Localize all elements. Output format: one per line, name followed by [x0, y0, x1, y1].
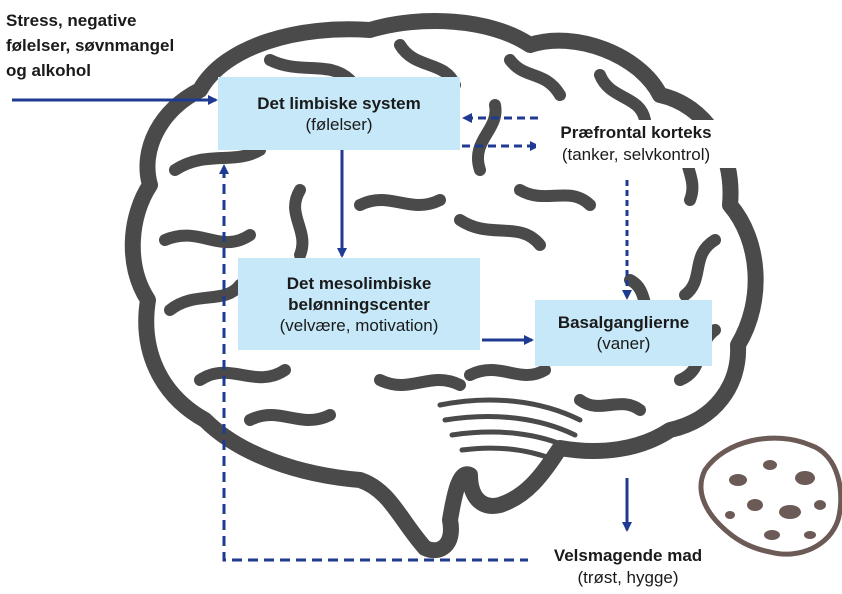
node-title: Præfrontal korteks — [536, 122, 736, 144]
stressors-line: Stress, negative — [6, 8, 236, 33]
node-title: Velsmagende mad — [528, 545, 728, 567]
node-subtitle: (trøst, hygge) — [528, 567, 728, 589]
node-subtitle: (vaner) — [597, 333, 651, 354]
node-subtitle: (tanker, selvkontrol) — [536, 144, 736, 166]
reward-center-node: Det mesolimbiske belønningscenter (velvæ… — [238, 258, 480, 350]
node-title: belønningscenter — [288, 294, 430, 315]
node-subtitle: (følelser) — [305, 114, 372, 135]
stressors-line: følelser, søvnmangel — [6, 33, 236, 58]
cookie-icon — [701, 438, 841, 554]
tasty-food-node: Velsmagende mad (trøst, hygge) — [528, 545, 728, 589]
basal-ganglia-node: Basalganglierne (vaner) — [535, 300, 712, 366]
stressors-label: Stress, negative følelser, søvnmangel og… — [6, 8, 236, 83]
node-title: Det limbiske system — [257, 93, 420, 114]
prefrontal-cortex-node: Præfrontal korteks (tanker, selvkontrol) — [536, 120, 736, 168]
limbic-system-node: Det limbiske system (følelser) — [218, 77, 460, 150]
stressors-line: og alkohol — [6, 58, 236, 83]
node-subtitle: (velvære, motivation) — [280, 315, 439, 336]
node-title: Det mesolimbiske — [287, 273, 432, 294]
node-title: Basalganglierne — [558, 312, 689, 333]
